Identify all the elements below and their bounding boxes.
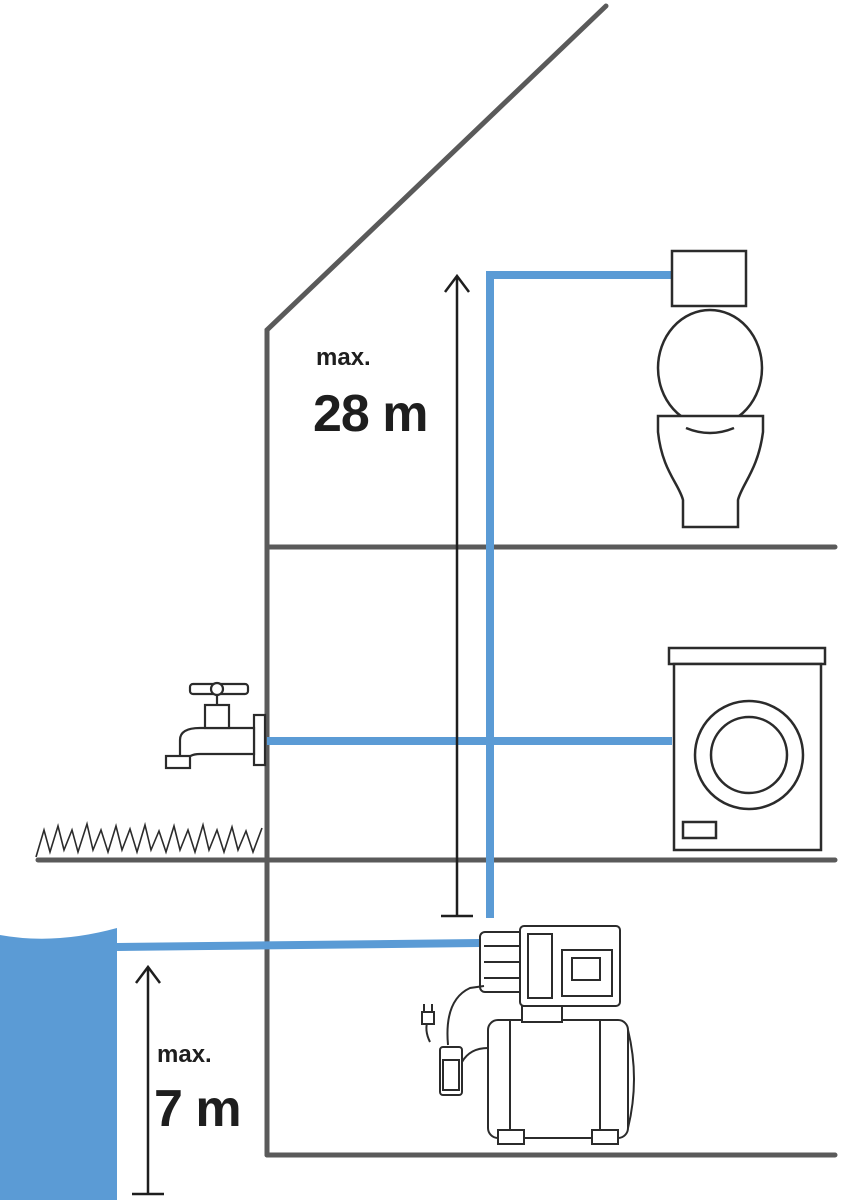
house-outline — [35, 3, 838, 1158]
garden-tap-icon — [164, 681, 267, 770]
lift-height-arrow — [441, 273, 473, 918]
toilet-icon — [656, 249, 765, 529]
max-suction-value: 7 m — [154, 1080, 242, 1138]
grass-icon — [35, 820, 263, 858]
max-lift-label: max. — [316, 344, 371, 371]
washing-machine-icon — [667, 646, 827, 852]
suction-height-arrow — [132, 964, 164, 1196]
water-pipes — [116, 271, 672, 951]
max-lift-value: 28 m — [313, 385, 429, 443]
pump-icon — [421, 925, 635, 1145]
water-well-icon — [0, 928, 117, 1200]
max-suction-label: max. — [157, 1041, 212, 1068]
